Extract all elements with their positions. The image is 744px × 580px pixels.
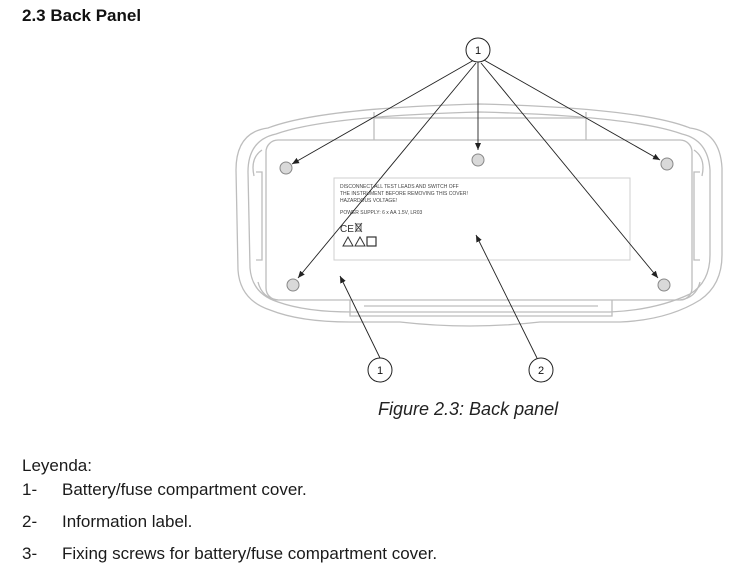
screw-top-left <box>279 161 293 175</box>
bin-icon <box>354 222 363 233</box>
screw-bottom-left <box>286 278 300 292</box>
svg-text:2: 2 <box>538 365 544 377</box>
figure-caption: Figure 2.3: Back panel <box>378 399 559 419</box>
callout-top: 1 <box>465 37 491 63</box>
legend-item-number: 2- <box>22 512 38 531</box>
ce-mark: CE <box>340 224 354 235</box>
legend-item-text: Battery/fuse compartment cover. <box>62 480 307 499</box>
callout-bottom-right: 2 <box>528 357 554 383</box>
device-outline <box>235 103 723 327</box>
information-label: DISCONNECT ALL TEST LEADS AND SWITCH OFF… <box>333 177 631 261</box>
legend-item-number: 1- <box>22 480 38 499</box>
legend-item-number: 3- <box>22 544 38 563</box>
legend-title: Leyenda: <box>22 456 92 475</box>
screw-bottom-right <box>657 278 671 292</box>
screw-top-center <box>471 153 485 167</box>
screw-top-right <box>660 157 674 171</box>
label-power-supply: POWER SUPPLY: 6 x AA 1.5V, LR03 <box>340 210 422 216</box>
legend-item: 1- Battery/fuse compartment cover. <box>22 480 307 500</box>
fixing-screws <box>279 153 674 292</box>
svg-text:1: 1 <box>475 45 481 57</box>
svg-text:1: 1 <box>377 365 383 377</box>
label-line-3: HAZARDOUS VOLTAGE! <box>340 198 397 204</box>
legend-item: 3- Fixing screws for battery/fuse compart… <box>22 544 437 564</box>
callout-arrows <box>291 59 661 359</box>
back-panel-figure: DISCONNECT ALL TEST LEADS AND SWITCH OFF… <box>235 37 723 383</box>
double-insulation-icon <box>366 236 377 247</box>
legend-item-text: Information label. <box>62 512 193 531</box>
legend-item: 2- Information label. <box>22 512 192 532</box>
section-title: 2.3 Back Panel <box>22 6 142 25</box>
label-line-1: DISCONNECT ALL TEST LEADS AND SWITCH OFF <box>340 184 459 190</box>
warning-icon <box>342 235 366 247</box>
label-line-2: THE INSTRUMENT BEFORE REMOVING THIS COVE… <box>340 191 468 197</box>
legend-item-text: Fixing screws for battery/fuse compartme… <box>62 544 438 563</box>
callout-bottom-left: 1 <box>367 357 393 383</box>
